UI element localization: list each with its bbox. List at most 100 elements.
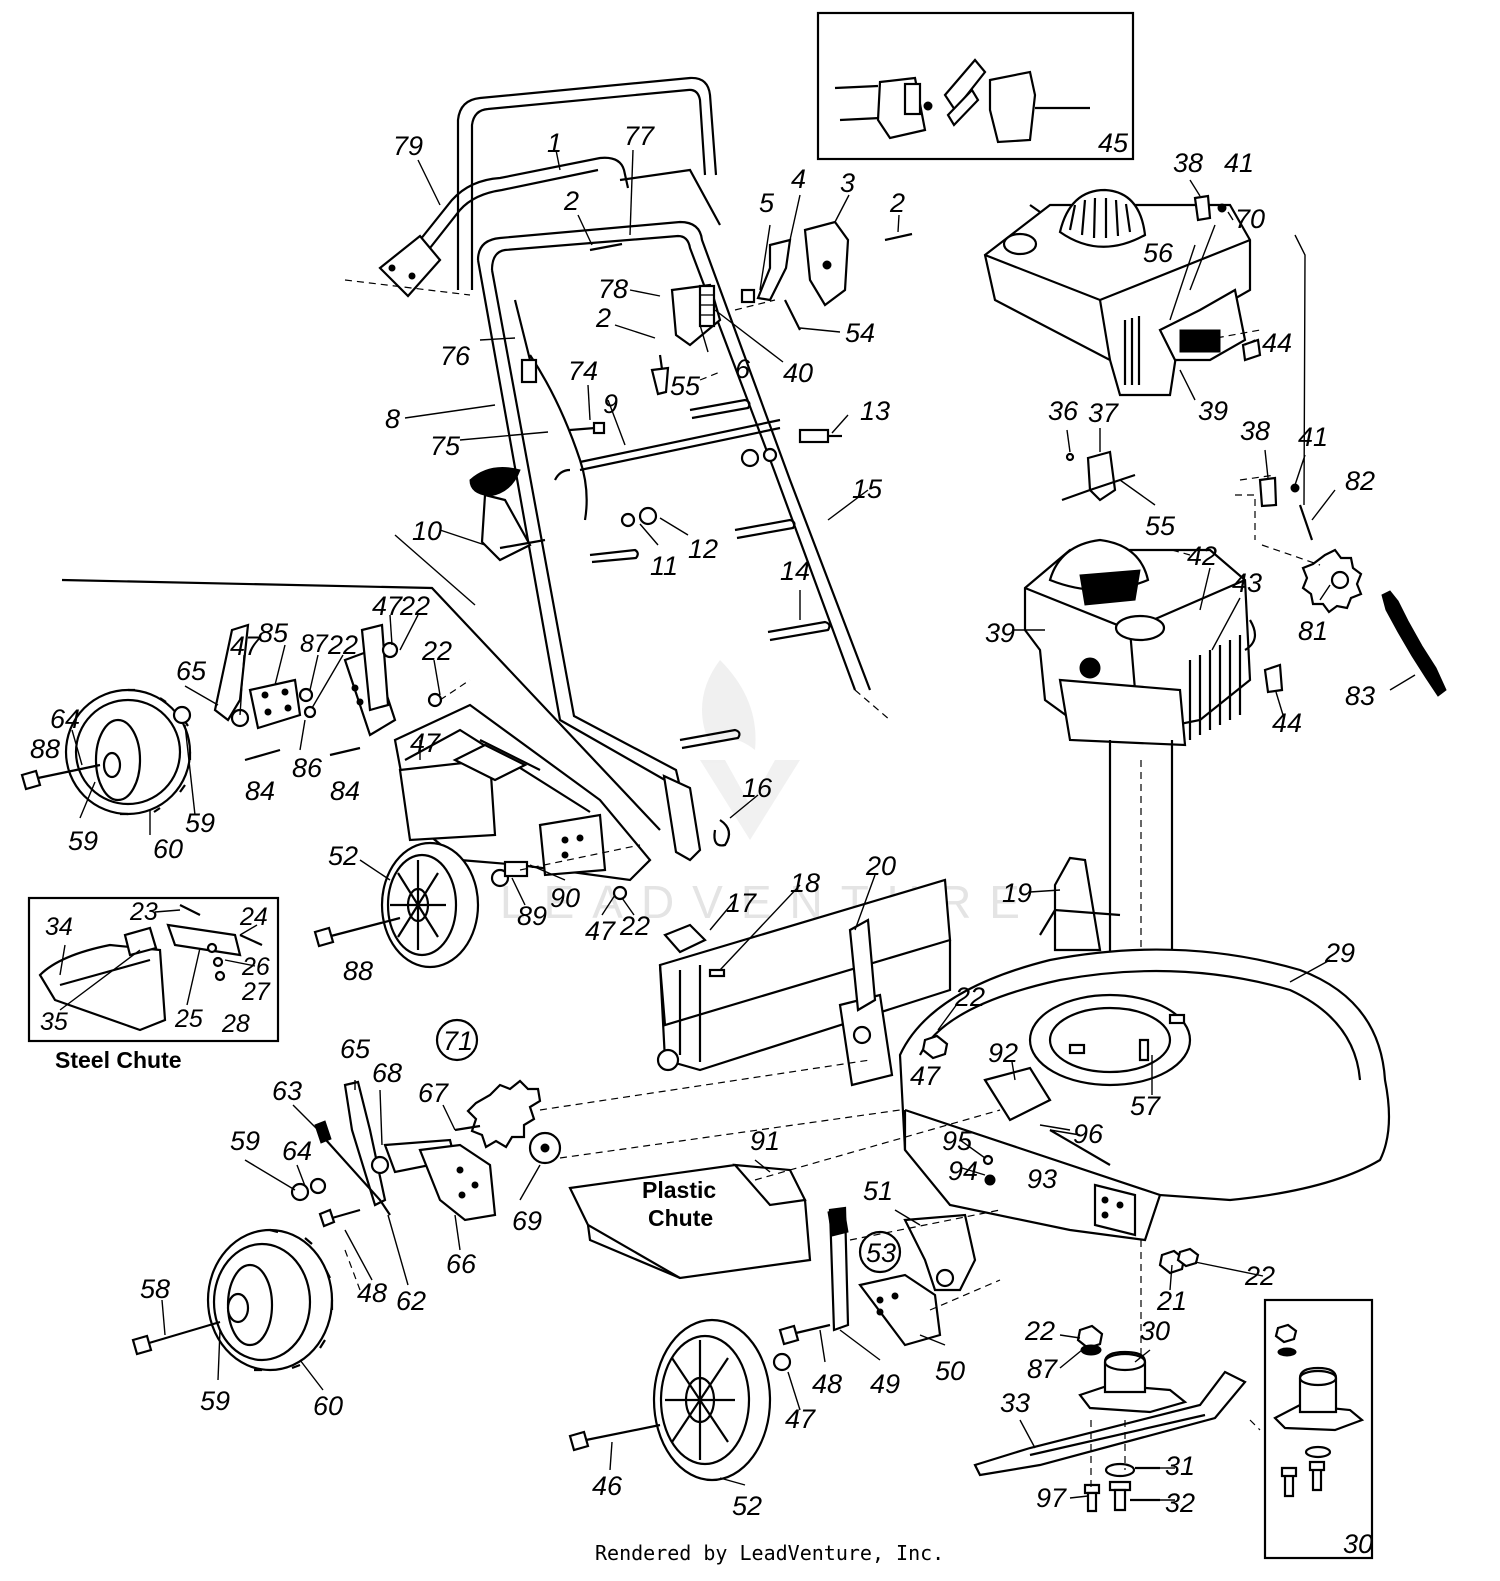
callout-47: 47	[910, 1061, 941, 1091]
brake-control-box	[650, 283, 722, 396]
callout-50: 50	[935, 1356, 965, 1386]
callout-69: 69	[512, 1206, 542, 1236]
callout-3: 3	[840, 168, 855, 198]
blade-bolts	[1083, 1462, 1160, 1513]
washers-lower	[290, 1155, 390, 1228]
callout-22: 22	[619, 911, 650, 941]
circled-71	[435, 1018, 479, 1062]
axle-bolt-lower	[131, 1320, 221, 1356]
callout-54: 54	[845, 318, 875, 348]
callout-56: 56	[1143, 238, 1174, 268]
callout-6: 6	[735, 354, 751, 384]
callout-31: 31	[1165, 1451, 1195, 1481]
callout-52: 52	[328, 841, 358, 871]
callout-48: 48	[812, 1369, 842, 1399]
callout-24: 24	[239, 903, 268, 931]
callout-65: 65	[176, 656, 207, 686]
deck-baffle	[982, 1066, 1111, 1186]
callout-66: 66	[446, 1249, 477, 1279]
callout-47: 47	[410, 728, 441, 758]
callout-92: 92	[988, 1038, 1018, 1068]
callout-59: 59	[200, 1386, 230, 1416]
callout-27: 27	[241, 978, 271, 1006]
callout-84: 84	[330, 776, 360, 806]
handle-knob	[469, 467, 546, 562]
height-adjuster-upper	[343, 623, 397, 737]
watermark-logo	[700, 660, 800, 840]
callout-17: 17	[726, 888, 757, 918]
callout-60: 60	[313, 1391, 343, 1421]
callout-41: 41	[1224, 148, 1254, 178]
steel-chute-label: Steel Chute	[55, 1047, 182, 1073]
callout-60: 60	[153, 834, 183, 864]
callout-41: 41	[1298, 422, 1328, 452]
upper-handle	[456, 76, 718, 290]
inset-30-adapter	[1273, 1323, 1365, 1498]
callout-26: 26	[241, 953, 270, 981]
callout-2: 2	[595, 303, 611, 333]
control-cable	[513, 299, 588, 521]
callout-53: 53	[866, 1238, 896, 1268]
callout-81: 81	[1298, 616, 1328, 646]
callout-52: 52	[732, 1491, 762, 1521]
mower-blade	[973, 1370, 1247, 1477]
deck-outline-upper-left	[61, 578, 661, 831]
callout-35: 35	[40, 1008, 68, 1036]
callout-12: 12	[688, 534, 718, 564]
callout-89: 89	[517, 901, 547, 931]
callout-51: 51	[863, 1176, 893, 1206]
callout-85: 85	[258, 618, 289, 648]
callout-58: 58	[140, 1274, 170, 1304]
callout-2: 2	[563, 186, 579, 216]
handle-centerline	[854, 689, 891, 721]
callout-33: 33	[1000, 1388, 1030, 1418]
callout-15: 15	[852, 474, 883, 504]
callout-95: 95	[942, 1126, 973, 1156]
callout-45: 45	[1098, 128, 1129, 158]
engine-lower	[1023, 538, 1257, 747]
callout-22: 22	[327, 630, 358, 660]
callout-47: 47	[372, 591, 403, 621]
callout-numbers: 1 2 2 2 3 4 5 6 8 9 10 11 12 13 14 15 16…	[30, 121, 1375, 1559]
blade-adapter	[1076, 1324, 1188, 1414]
callout-25: 25	[174, 1005, 203, 1033]
callout-68: 68	[372, 1058, 402, 1088]
callout-64: 64	[282, 1136, 312, 1166]
callout-37: 37	[1088, 398, 1119, 428]
callout-39: 39	[1198, 396, 1228, 426]
callout-63: 63	[272, 1076, 302, 1106]
watermark-text: LEADVENTURE	[500, 876, 1038, 928]
callout-86: 86	[292, 753, 323, 783]
callout-44: 44	[1262, 328, 1292, 358]
callout-67: 67	[418, 1078, 449, 1108]
engine-upper	[983, 188, 1252, 397]
callout-87: 87	[1027, 1354, 1058, 1384]
callout-10: 10	[412, 516, 442, 546]
callout-75: 75	[430, 431, 461, 461]
circled-53	[858, 1230, 902, 1274]
callout-14: 14	[780, 556, 810, 586]
callout-59: 59	[230, 1126, 260, 1156]
callout-29: 29	[1324, 938, 1355, 968]
callout-28: 28	[221, 1010, 250, 1038]
cable-clips	[589, 398, 831, 750]
callout-47: 47	[230, 631, 261, 661]
plastic-chute-label-line2: Chute	[648, 1205, 713, 1231]
callout-30: 30	[1343, 1529, 1373, 1559]
callout-87: 87	[300, 630, 329, 658]
callout-4: 4	[791, 164, 806, 194]
steel-chute-part	[38, 904, 263, 1032]
axle-bolt-upper	[20, 705, 192, 791]
callout-77: 77	[624, 121, 655, 151]
throttle-cable	[579, 418, 781, 472]
callout-42: 42	[1187, 541, 1217, 571]
inset-box-30	[1263, 1298, 1374, 1560]
callout-44: 44	[1272, 708, 1302, 738]
callout-49: 49	[870, 1369, 900, 1399]
rear-wheel-upper	[64, 688, 192, 816]
callout-5: 5	[759, 188, 775, 218]
callout-38: 38	[1240, 416, 1270, 446]
callout-93: 93	[1027, 1164, 1057, 1194]
callout-2: 2	[889, 188, 905, 218]
callout-94: 94	[948, 1156, 978, 1186]
